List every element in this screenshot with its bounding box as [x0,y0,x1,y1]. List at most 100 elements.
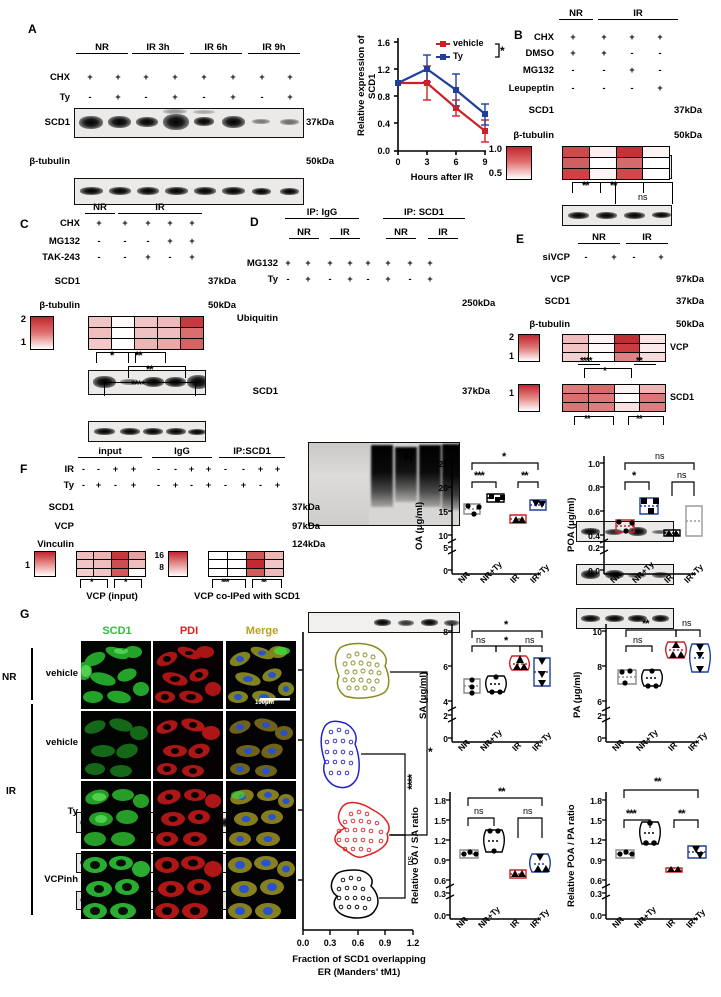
panel-f-mw-124kda: 124kDa [292,539,326,550]
chart-oasa-ytick: 0.9 [434,856,446,866]
heat-col [128,552,145,576]
chart-a-ytick: 1.2 [377,65,390,75]
heat-col [563,385,589,411]
panel-g-header-scd1: SCD1 [102,625,132,637]
panel-b-heat-scale-top: 1.0 [488,144,502,155]
value: + [257,464,264,474]
value: + [305,258,311,268]
panel-f-blot-label-vcp: VCP [54,521,74,532]
micrograph-merge-ir-vehicle [226,711,296,779]
chart-oa-sig-1: *** [474,470,485,482]
panel-b-group-nr: NR [559,8,593,20]
panel-f-heatmap-input [76,551,146,577]
value: + [115,72,121,82]
panel-c-sig-4: **** [131,379,145,391]
chart-poapa-sig-2: ** [678,808,686,820]
panel-a-line-chart: Relative expression of SCD1 1.6 1.2 0.8 … [356,18,506,193]
panel-e-heat1-scale-bottom: 1 [508,351,514,361]
value: - [584,252,588,262]
panel-f-sig-left-1: * [90,577,93,587]
chart-oa-ytick: 10 [438,531,448,541]
chart-sa-ytick: 6 [443,662,448,672]
chart-oa-sig-2: ** [521,470,529,482]
chart-pa-ytick: 0 [597,734,602,744]
panel-e-heat1-colorbar [518,334,540,362]
mw-label-50kda-a: 50kDa [306,156,334,167]
panel-c-bracket-2 [128,352,166,363]
panel-e-heat1-sig-1: **** [580,356,593,367]
value: + [189,236,195,246]
panel-e-bracket-5 [628,416,664,425]
micrograph-merge-ir-vcpinh [226,851,296,919]
value: + [172,92,178,102]
chart-poa-ytick: 0.0 [588,566,600,576]
blot-label-btubulin: β-tubulin [29,156,70,167]
panel-d-row-label-mg132: MG132 [246,258,278,269]
chart-pa-ytick: 8 [597,662,602,672]
panel-f-sig-left-2: * [124,577,127,587]
row-label-ty: Ty [59,92,70,103]
value: + [95,480,102,490]
panel-g-bracket-ir [31,704,33,915]
value: + [205,480,212,490]
value: + [629,32,635,42]
value: - [328,274,332,284]
panel-e-heat2-sig-2: ** [636,414,643,425]
micrograph-scd1-ir-vcpinh [81,851,151,919]
chart-a-xlabel: Hours after IR [410,172,474,183]
chart-sa-sig-3: ns [525,635,535,645]
value: + [285,258,291,268]
panel-g-xlabel-line1: Fraction of SCD1 overlapping [292,954,426,965]
panel-f-mw-37kda: 37kDa [292,502,320,513]
value: - [190,480,193,490]
value: + [96,218,102,228]
value: + [189,218,195,228]
panel-g-letter: G [20,607,30,621]
chart-oasa-sig-3: ** [498,786,506,798]
value: - [224,464,227,474]
panel-c-mw-50kda: 50kDa [208,300,236,311]
panel-f-group-igg: IgG [152,446,212,458]
value: + [287,72,293,82]
panel-c-sig-3: ** [146,364,154,376]
value: - [366,274,370,284]
panel-a-letter: A [28,22,37,36]
panel-h-letter: H [404,450,413,464]
micrograph-pdi-nr-vehicle [153,641,223,709]
value: - [602,65,606,75]
mw-label-37kda-a: 37kDa [306,117,334,128]
heat-col [563,335,589,361]
value: - [82,464,85,474]
chart-sa-ytick: 2 [443,711,448,721]
chart-a-xtick: 9 [482,157,488,167]
value: - [157,464,160,474]
chart-poa: POA (μg/ml) 1.0 0.8 0.6 0.4 0.2 0.0 * ns… [566,448,720,618]
chart-oasa-ytick: 0.6 [434,876,446,886]
chart-oa-ytick: 5 [443,543,448,553]
panel-b-group-ir: IR [598,8,678,20]
chart-a-xtick: 6 [453,157,459,167]
panel-g-violin-sig-1: * [428,745,433,759]
value: + [407,258,413,268]
chart-oa-ytick: 15 [438,507,448,517]
value: - [224,480,227,490]
panel-g-row-label-2: Ty [67,806,78,817]
heat-col [77,552,95,576]
value: + [240,480,247,490]
panel-c-group-nr: NR [85,202,115,214]
panel-b-bracket-3 [615,182,673,204]
chart-oasa-ytick: 0.3 [434,889,446,899]
heat-col [614,335,641,361]
panel-b-row-label-chx: CHX [533,32,554,43]
panel-b-blot-label-btubulin: β-tubulin [513,130,554,141]
chart-poapa-ytick: 0.3 [590,889,602,899]
chart-poa-ytick: 0.6 [588,507,600,517]
micrograph-merge-nr-vehicle [226,641,296,709]
heat-col [265,552,283,576]
panel-f-mw-97kda: 97kDa [292,521,320,532]
value: + [657,83,663,93]
value: - [168,252,172,262]
value: - [97,252,101,262]
panel-e-heat1-sig-2: ** [636,356,643,367]
chart-oasa-sig-2: ns [523,806,533,816]
